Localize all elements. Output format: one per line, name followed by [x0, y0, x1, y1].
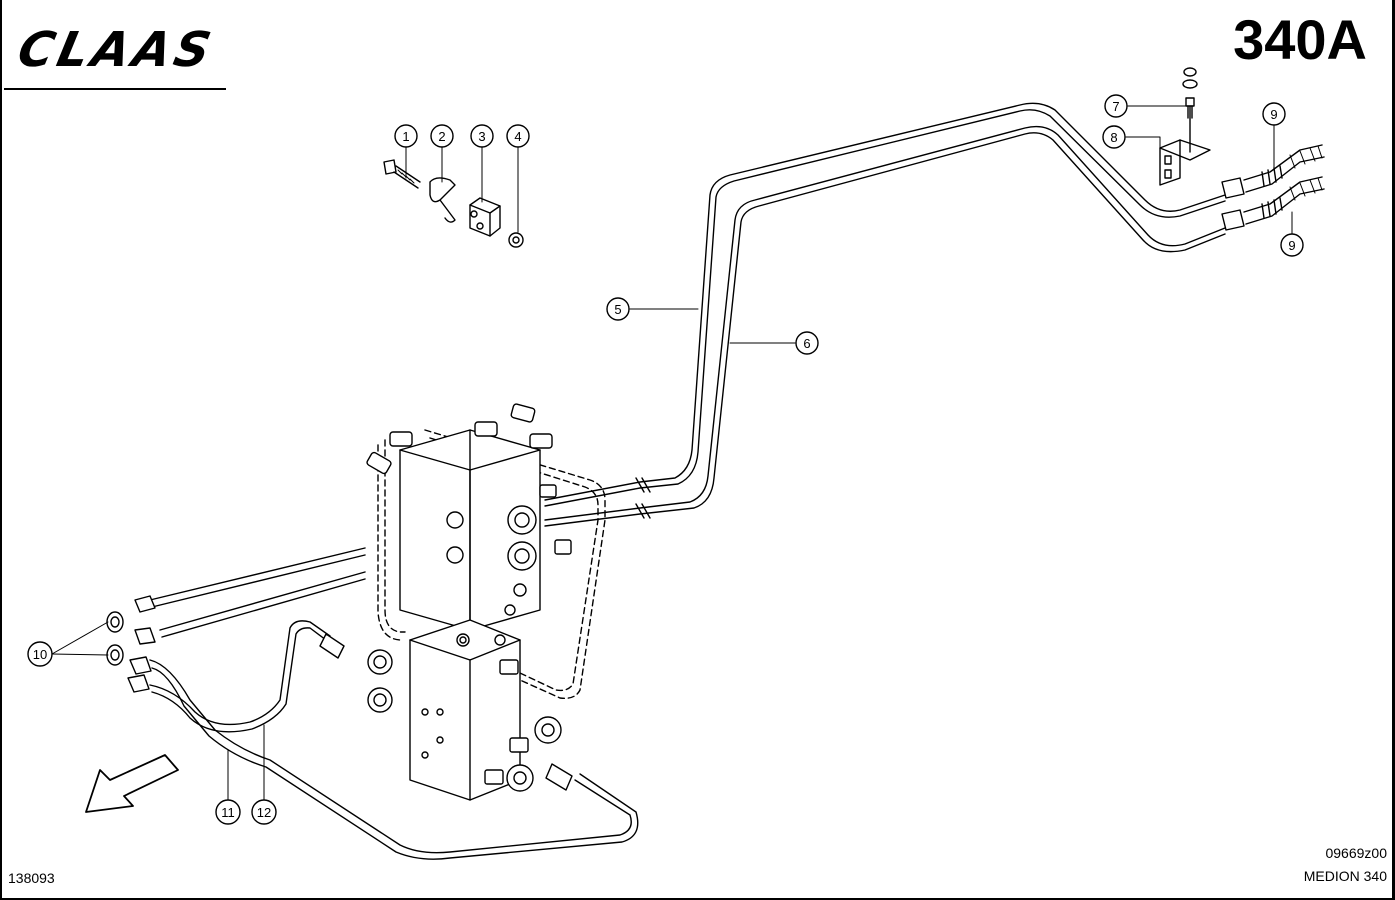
svg-text:6: 6: [803, 336, 810, 351]
drawing-code: 09669z00: [1325, 845, 1387, 861]
svg-text:4: 4: [514, 129, 521, 144]
callout-4: 4: [506, 124, 530, 148]
svg-text:9: 9: [1270, 107, 1277, 122]
svg-text:5: 5: [614, 302, 621, 317]
page-border-left: [0, 0, 2, 900]
screw-7-nut-washer: [1182, 67, 1198, 153]
valve-block-assembly: [366, 403, 606, 801]
pipe-11: [149, 659, 639, 860]
callout-3: 3: [470, 124, 494, 148]
callout-12: 12: [251, 799, 277, 825]
brand-text: CLAAS: [14, 26, 219, 72]
model-name: MEDION 340: [1303, 868, 1387, 884]
fittings-10: [106, 595, 156, 693]
callout-9-lower: 9: [1280, 233, 1304, 257]
document-number: 138093: [8, 870, 55, 886]
solenoid-knobs: [367, 505, 562, 792]
page-number: 340A: [1233, 8, 1367, 71]
leader-lines: [51, 105, 1293, 801]
callout-6: 6: [795, 331, 819, 355]
pipe-12: [149, 620, 331, 733]
svg-text:10: 10: [33, 647, 47, 662]
claas-logo: CLAAS: [14, 26, 219, 72]
svg-text:9: 9: [1288, 238, 1295, 253]
svg-text:12: 12: [257, 805, 271, 820]
svg-text:3: 3: [478, 129, 485, 144]
pipe-end-nuts: [319, 633, 573, 791]
svg-text:2: 2: [438, 129, 445, 144]
page-border-right: [1392, 0, 1395, 900]
pipe-break-marks: [635, 477, 651, 519]
page-border-bottom: [0, 898, 1395, 900]
callout-1: 1: [394, 124, 418, 148]
svg-text:8: 8: [1110, 130, 1117, 145]
bracket-8: [1159, 139, 1211, 186]
pipe-6: [544, 125, 1226, 527]
callout-11: 11: [215, 799, 241, 825]
hose-ends-9: [1221, 144, 1325, 231]
top-fittings: [366, 403, 572, 785]
brand-underline: [4, 88, 226, 90]
callout-7: 7: [1104, 94, 1128, 118]
callout-9-upper: 9: [1262, 102, 1286, 126]
svg-text:11: 11: [221, 805, 235, 820]
callout-10: 10: [27, 641, 53, 667]
direction-arrow: [85, 754, 179, 813]
clamp-parts: [383, 159, 524, 248]
callout-5: 5: [606, 297, 630, 321]
pipe-5: [544, 102, 1226, 507]
svg-text:1: 1: [402, 129, 409, 144]
callout-2: 2: [430, 124, 454, 148]
callout-8: 8: [1102, 125, 1126, 149]
pipe-left-upper: [149, 547, 366, 638]
svg-text:7: 7: [1112, 99, 1119, 114]
